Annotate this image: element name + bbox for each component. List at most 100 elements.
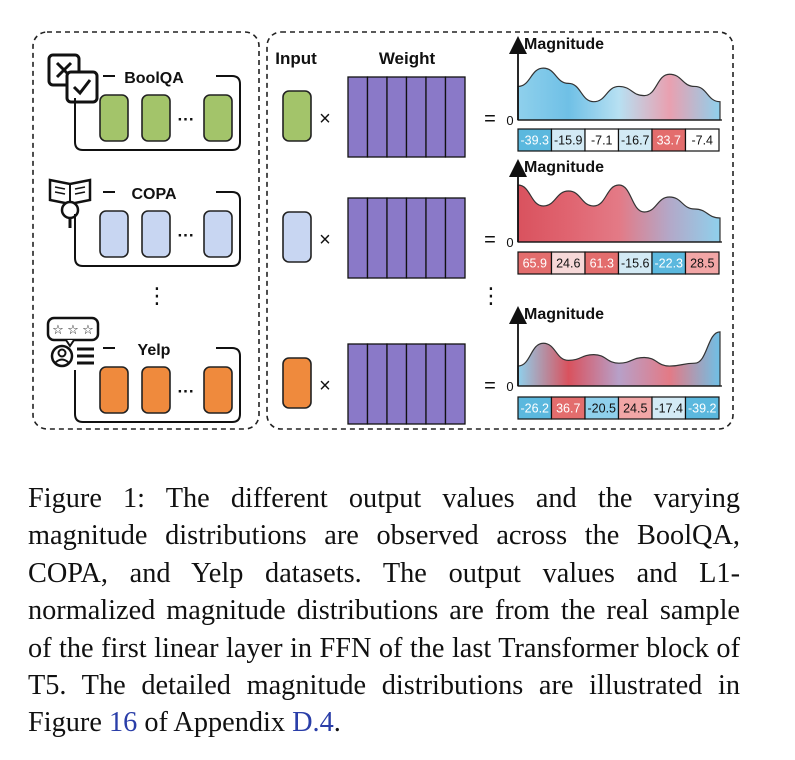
- equals-symbol: =: [484, 229, 496, 251]
- output-value: -39.2: [688, 402, 717, 416]
- output-value: 28.5: [690, 257, 714, 271]
- output-value: 33.7: [657, 134, 681, 148]
- equals-symbol: =: [484, 108, 496, 130]
- token-block: [99, 94, 129, 142]
- weight-column: [366, 76, 388, 158]
- output-value: 24.6: [556, 257, 580, 271]
- output-value: -20.5: [588, 402, 617, 416]
- output-values-row: -26.2 36.7 -20.5 24.5 -17.4 -39.2: [517, 396, 720, 420]
- output-value: 24.5: [623, 402, 647, 416]
- appendix-reference-link[interactable]: D.4: [292, 707, 334, 739]
- weight-column: [444, 343, 466, 425]
- weight-matrix: [347, 76, 466, 158]
- dataset-bracket: [74, 75, 241, 151]
- caption-mid: of Appendix: [137, 707, 293, 739]
- weight-column: [386, 343, 408, 425]
- multiply-symbol: ×: [319, 108, 331, 130]
- zero-label: 0: [506, 113, 513, 128]
- output-value: -16.7: [621, 134, 650, 148]
- token-block: [99, 366, 129, 414]
- output-values-row: -39.3 -15.9 -7.1 -16.7 33.7 -7.4: [517, 128, 720, 152]
- figure-caption: Figure 1: The different output values an…: [28, 480, 740, 742]
- weight-header: Weight: [379, 49, 436, 68]
- output-value-cell: [684, 251, 720, 275]
- weight-column: [425, 343, 447, 425]
- figure-reference-link[interactable]: 16: [108, 707, 138, 739]
- book-search-icon: [48, 178, 92, 228]
- output-value: 61.3: [590, 257, 614, 271]
- weight-column: [425, 76, 447, 158]
- input-header: Input: [275, 49, 317, 68]
- svg-text:☆: ☆: [52, 322, 64, 337]
- caption-suffix: .: [333, 707, 341, 739]
- weight-column: [405, 343, 427, 425]
- weight-column: [366, 197, 388, 279]
- weight-column: [405, 197, 427, 279]
- svg-text:☆: ☆: [82, 322, 94, 337]
- task-check-icon: [47, 53, 99, 104]
- svg-text:☆: ☆: [67, 322, 79, 337]
- caption-body: The different output values and the vary…: [28, 483, 741, 739]
- computation-row-3: × = Magnitude 0 -26.2 36.7 -20.5 24.5 -17.4 -39.2: [282, 306, 722, 425]
- token-block: [141, 366, 171, 414]
- output-value: -7.1: [591, 134, 613, 148]
- token-block: [141, 94, 171, 142]
- weight-column: [347, 197, 369, 279]
- magnitude-axis-label: Magnitude: [524, 306, 604, 323]
- vertical-ellipsis: ⋮: [146, 283, 168, 308]
- dataset-label: BoolQA: [124, 70, 184, 87]
- dataset-bracket: [74, 347, 241, 423]
- output-value: -22.3: [655, 257, 684, 271]
- magnitude-distribution-area: [517, 184, 721, 243]
- vertical-ellipsis: ⋮: [480, 283, 502, 308]
- token-ellipsis: ···: [178, 226, 195, 245]
- magnitude-axis-label: Magnitude: [524, 36, 604, 53]
- review-stars-icon: ☆ ☆ ☆: [46, 316, 100, 368]
- dataset-group-yelp: Yelp···: [74, 342, 241, 423]
- output-value: -39.3: [521, 134, 550, 148]
- output-value: 65.9: [523, 257, 547, 271]
- weight-matrix: [347, 197, 466, 279]
- weight-column: [347, 76, 369, 158]
- figure-diagram: ☆ ☆ ☆ BoolQA···COPA···Yelp··· ⋮ Input We…: [32, 31, 734, 430]
- output-value: -15.6: [621, 257, 650, 271]
- equals-symbol: =: [484, 375, 496, 397]
- output-value-cell: [684, 128, 720, 152]
- zero-label: 0: [506, 235, 513, 250]
- output-value-cell: [684, 396, 720, 420]
- weight-column: [347, 343, 369, 425]
- computation-row-1: × = Magnitude 0 -39.3 -15.9 -7.1 -16.7 33.7 -7.4: [282, 36, 722, 158]
- magnitude-distribution-area: [517, 331, 721, 387]
- input-vector: [282, 357, 312, 409]
- magnitude-axis-label: Magnitude: [524, 159, 604, 176]
- caption-prefix: Figure 1:: [28, 483, 166, 514]
- output-value: -26.2: [521, 402, 550, 416]
- output-value: 36.7: [556, 402, 580, 416]
- token-ellipsis: ···: [178, 110, 195, 129]
- multiply-symbol: ×: [319, 375, 331, 397]
- weight-column: [444, 197, 466, 279]
- output-value: -15.9: [554, 134, 583, 148]
- computation-row-2: × = Magnitude 0 65.9 24.6 61.3 -15.6 -22.3 28.5: [282, 159, 722, 279]
- weight-column: [425, 197, 447, 279]
- output-value: -7.4: [691, 134, 713, 148]
- output-value: -17.4: [655, 402, 684, 416]
- multiply-symbol: ×: [319, 229, 331, 251]
- output-values-row: 65.9 24.6 61.3 -15.6 -22.3 28.5: [517, 251, 720, 275]
- token-block: [203, 210, 233, 258]
- token-block: [141, 210, 171, 258]
- dataset-panel: [32, 31, 260, 430]
- zero-label: 0: [506, 379, 513, 394]
- computation-panel: [266, 31, 734, 430]
- token-block: [99, 210, 129, 258]
- weight-column: [444, 76, 466, 158]
- dataset-group-copa: COPA···: [74, 186, 241, 267]
- weight-column: [386, 197, 408, 279]
- weight-matrix: [347, 343, 466, 425]
- dataset-label: Yelp: [138, 342, 171, 359]
- dataset-group-boolqa: BoolQA ···: [74, 70, 241, 151]
- input-vector: [282, 211, 312, 263]
- magnitude-distribution-area: [517, 67, 721, 121]
- weight-column: [386, 76, 408, 158]
- token-block: [203, 366, 233, 414]
